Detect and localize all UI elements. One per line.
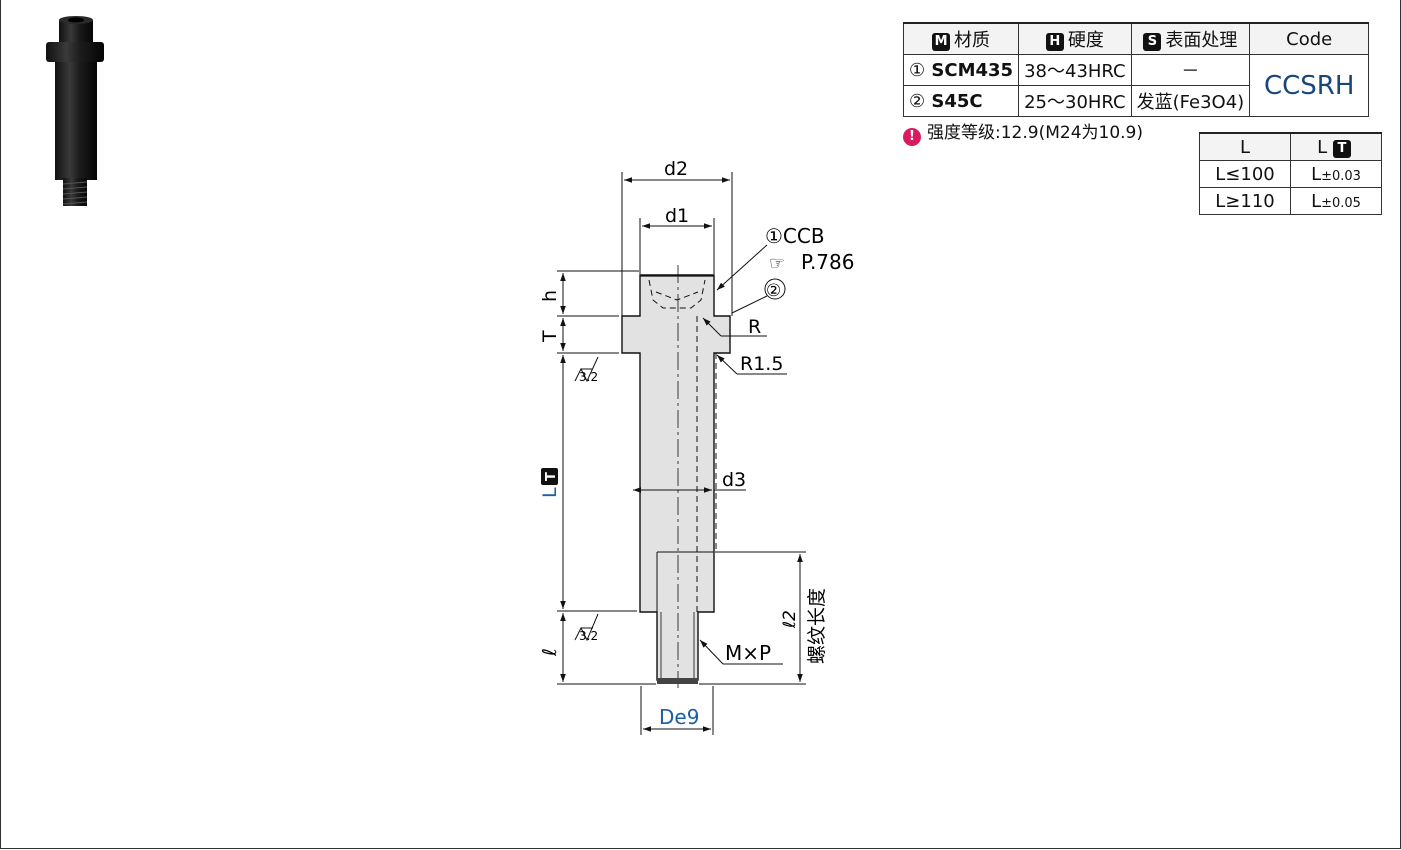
alert-icon: ! bbox=[903, 128, 921, 146]
table-row: L≥110 L±0.05 bbox=[1199, 187, 1382, 215]
product-photo bbox=[46, 16, 104, 206]
material-cell: ② S45C bbox=[902, 85, 1020, 117]
label-r: R bbox=[748, 316, 761, 338]
strength-text: 强度等级:12.9(M24为10.9) bbox=[927, 123, 1143, 143]
label-l: ℓ bbox=[539, 648, 561, 657]
label-r15: R1.5 bbox=[740, 353, 783, 375]
tolerance-cell: L±0.05 bbox=[1290, 187, 1382, 215]
label-de9: De9 bbox=[659, 705, 699, 729]
label-lt: L bbox=[539, 487, 561, 498]
label-page-ref: P.786 bbox=[801, 250, 854, 274]
roughness-symbol-2 bbox=[574, 613, 599, 642]
surface-badge-icon: S bbox=[1143, 33, 1162, 51]
hardness-badge-icon: H bbox=[1045, 33, 1064, 51]
label-d1: d1 bbox=[665, 205, 689, 227]
label-mxp: M×P bbox=[725, 641, 771, 665]
label-l2: ℓ2 bbox=[780, 610, 800, 629]
roughness-symbol-1 bbox=[574, 356, 599, 383]
header-code: Code bbox=[1249, 22, 1370, 55]
material-badge-icon: M bbox=[932, 33, 951, 51]
label-part2: ② bbox=[766, 281, 781, 301]
strength-note: ! 强度等级:12.9(M24为10.9) bbox=[903, 118, 1143, 146]
tolerance-badge-icon bbox=[541, 468, 558, 485]
label-d3: d3 bbox=[722, 469, 746, 491]
material-cell: ① SCM435 bbox=[902, 54, 1020, 86]
label-t: T bbox=[539, 330, 561, 343]
table-row: ② S45C 25～30HRC 发蓝(Fe3O4) bbox=[902, 85, 1369, 117]
label-ccb: ①CCB bbox=[765, 224, 825, 248]
surface-cell: － bbox=[1130, 54, 1251, 86]
svg-text:T: T bbox=[544, 472, 559, 481]
tolerance-table: L L T L≤100 L±0.03 L≥110 L±0.05 bbox=[1199, 132, 1382, 215]
pin-body bbox=[621, 274, 731, 681]
label-d2: d2 bbox=[664, 158, 688, 180]
hand-pointer-icon: ☞ bbox=[769, 253, 785, 274]
label-h: h bbox=[539, 290, 561, 302]
label-thread-length: 螺纹长度 bbox=[806, 588, 828, 664]
table-row: L≤100 L±0.03 bbox=[1199, 160, 1382, 188]
header-l: L bbox=[1199, 132, 1291, 161]
range-cell: L≤100 bbox=[1199, 160, 1291, 188]
hardness-cell: 25～30HRC bbox=[1018, 85, 1132, 117]
range-cell: L≥110 bbox=[1199, 187, 1291, 215]
roughness-value-2: 3.2 bbox=[579, 629, 598, 643]
table-row: ① SCM435 38～43HRC － CCSRH bbox=[902, 54, 1370, 117]
hardness-cell: 38～43HRC bbox=[1018, 54, 1132, 86]
tolerance-badge-icon: T bbox=[1332, 139, 1351, 158]
tolerance-header: L L T bbox=[1199, 132, 1382, 161]
surface-cell: 发蓝(Fe3O4) bbox=[1130, 85, 1251, 117]
roughness-value-1: 3.2 bbox=[579, 370, 598, 384]
tolerance-cell: L±0.03 bbox=[1290, 160, 1382, 188]
code-cell: CCSRH bbox=[1249, 54, 1370, 117]
header-lt: L T bbox=[1290, 132, 1382, 161]
